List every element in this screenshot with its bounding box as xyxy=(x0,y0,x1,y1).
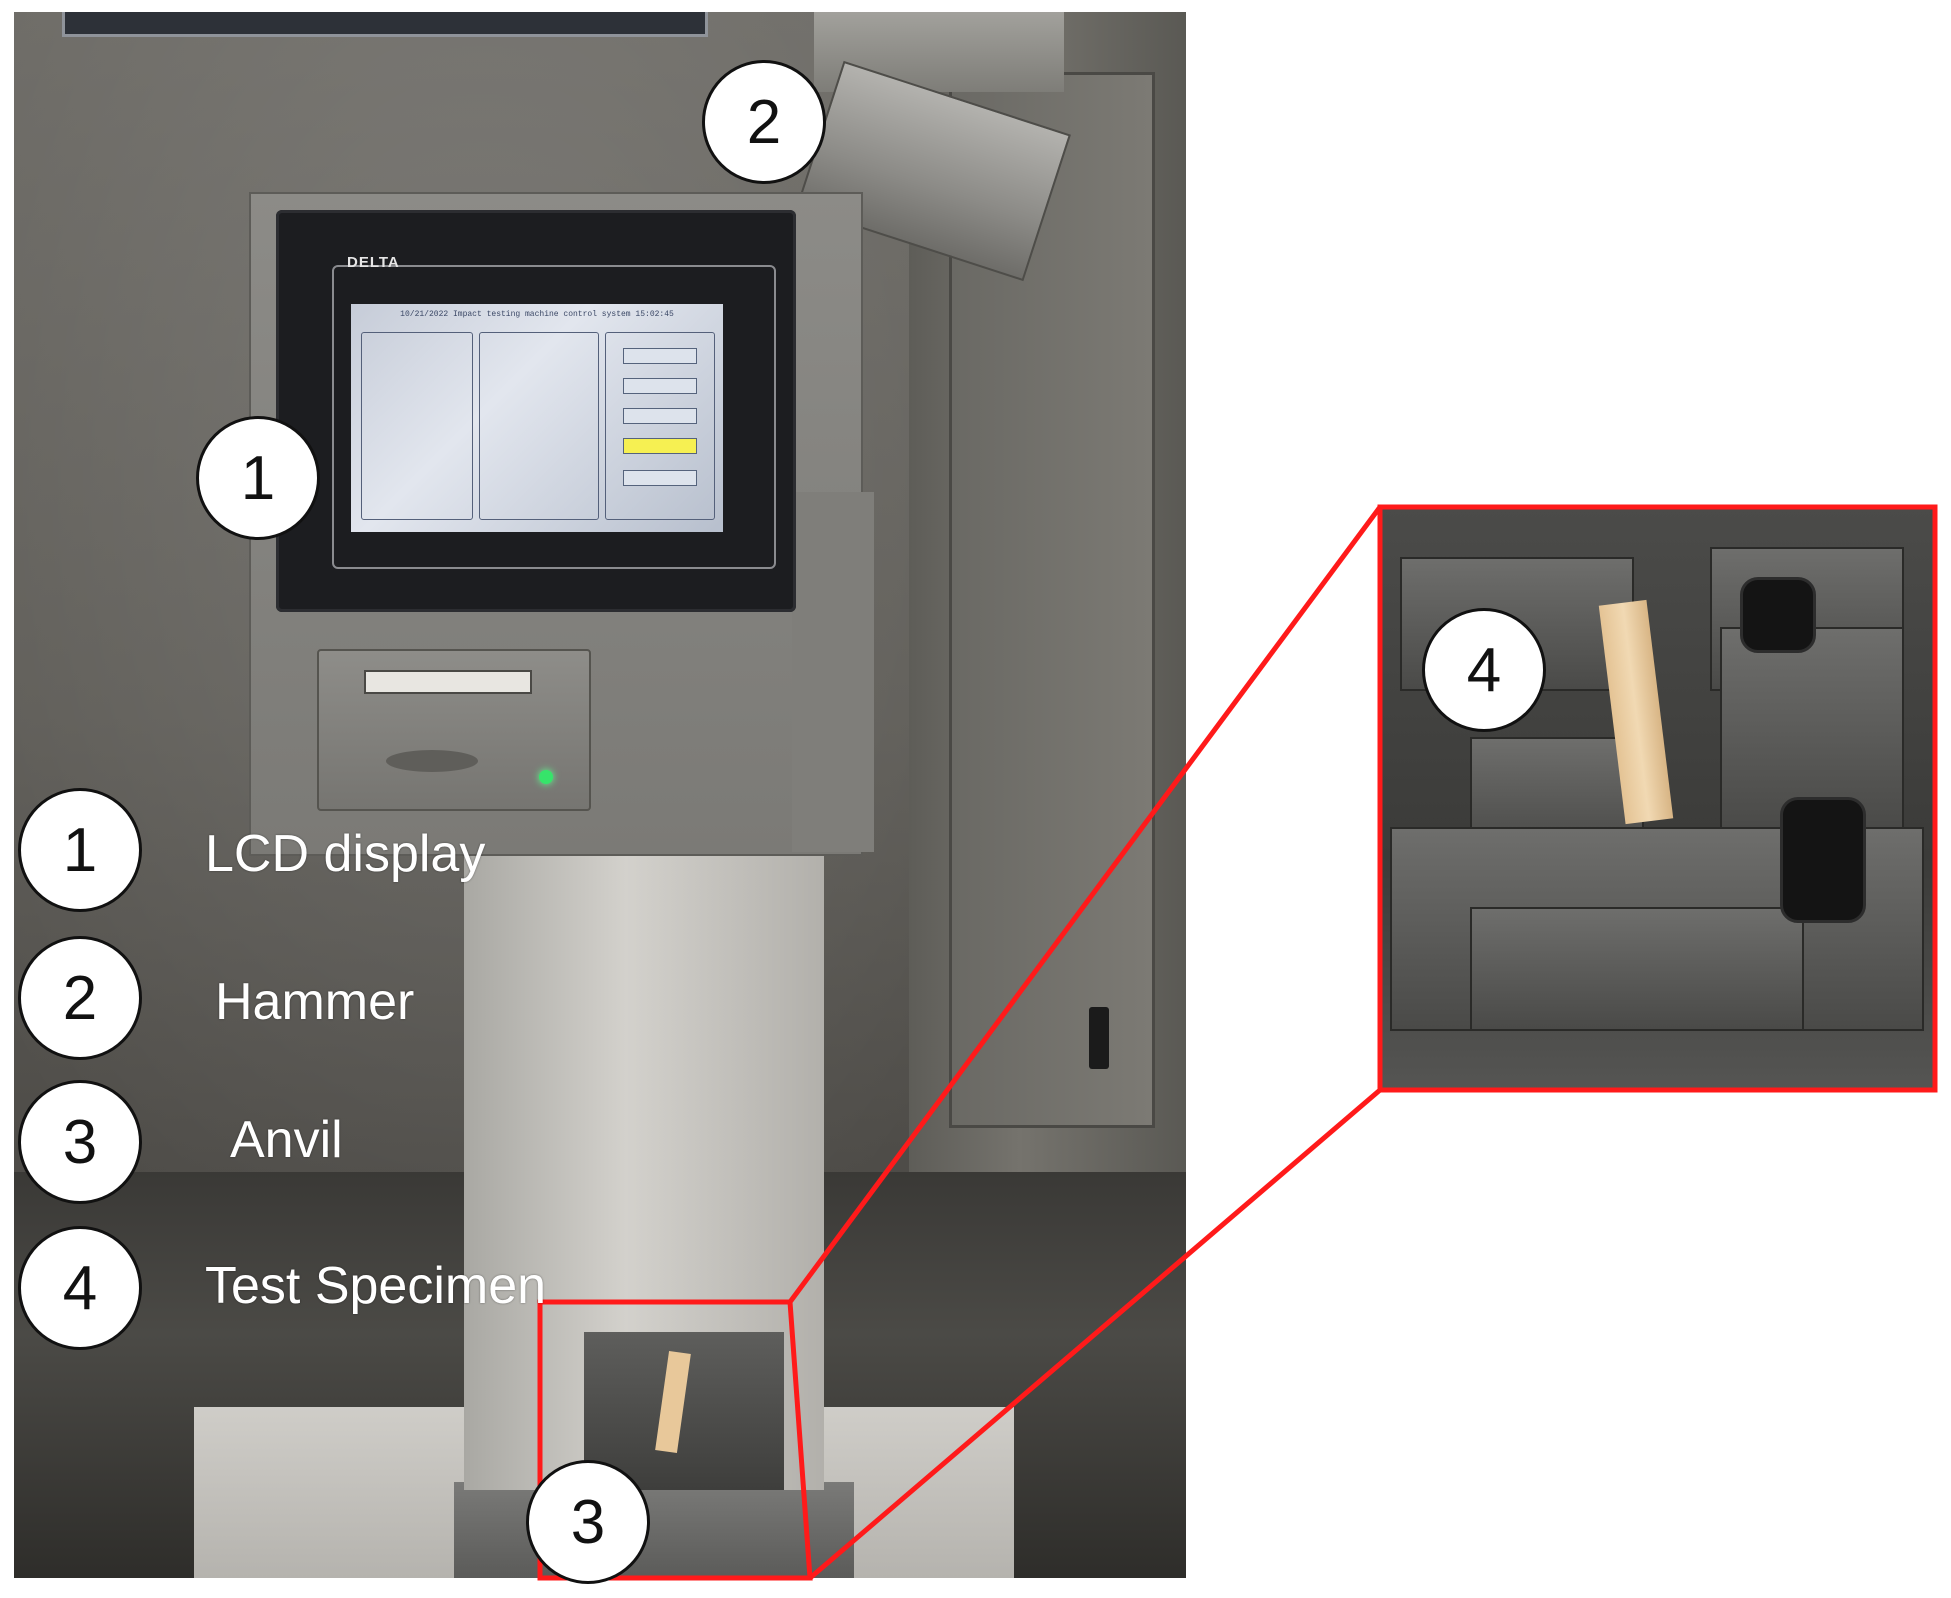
lcd-result-panel xyxy=(479,332,599,520)
lcd-screen: 10/21/2022 Impact testing machine contro… xyxy=(351,304,723,532)
printer-button xyxy=(386,750,478,772)
legend-number: 3 xyxy=(18,1080,142,1204)
lcd-header: 10/21/2022 Impact testing machine contro… xyxy=(400,310,674,319)
wall-plaque xyxy=(62,12,708,37)
lcd-button-panel xyxy=(605,332,715,520)
machine-photo: DELTA 10/21/2022 Impact testing machine … xyxy=(14,12,1186,1578)
callout-line-bottom xyxy=(808,1088,1382,1580)
legend-label-anvil: Anvil xyxy=(230,1111,343,1169)
cabinet-latch xyxy=(1089,1007,1109,1069)
callout-line-top xyxy=(787,505,1383,1304)
legend-label-test-specimen: Test Specimen xyxy=(205,1257,547,1315)
legend-number: 1 xyxy=(18,788,142,912)
bolt-slot xyxy=(1780,797,1866,923)
brand-logo: DELTA xyxy=(347,254,400,271)
status-led xyxy=(539,770,553,784)
legend-number: 4 xyxy=(18,1226,142,1350)
lcd-button xyxy=(623,378,697,394)
printer-slot xyxy=(364,670,532,694)
legend-label-hammer: Hammer xyxy=(215,973,415,1031)
marker-lcd-display: 1 xyxy=(196,416,320,540)
bolt-slot xyxy=(1740,577,1816,653)
lcd-button xyxy=(623,348,697,364)
inset-frame xyxy=(1377,504,1938,1093)
base-plate xyxy=(454,1482,854,1578)
marker-test-specimen: 4 xyxy=(1422,608,1546,732)
lcd-parameter-panel xyxy=(361,332,473,520)
legend-label-lcd-display: LCD display xyxy=(205,825,486,883)
anvil-zoom-inset xyxy=(1380,507,1935,1090)
legend-number: 2 xyxy=(18,936,142,1060)
lcd-button-active xyxy=(623,438,697,454)
lcd-button xyxy=(623,408,697,424)
marker-anvil: 3 xyxy=(526,1460,650,1584)
marker-hammer: 2 xyxy=(702,60,826,184)
anvil-block xyxy=(1470,907,1804,1031)
lcd-button xyxy=(623,470,697,486)
